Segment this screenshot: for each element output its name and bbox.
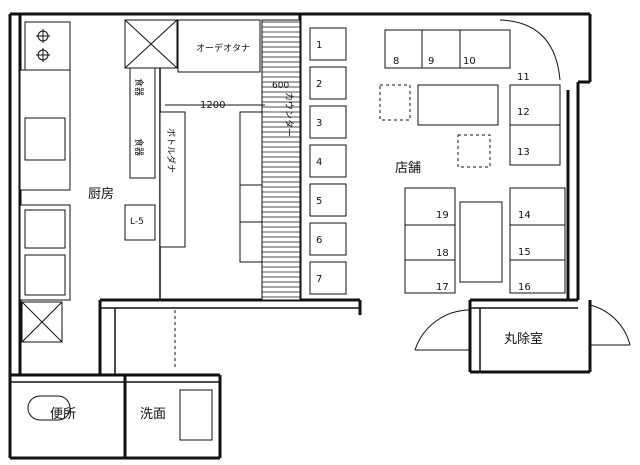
table-seat-number: 11 — [517, 72, 530, 83]
bottle-shelf — [159, 111, 186, 248]
counter-strip — [261, 19, 301, 301]
label-counter: カウンター — [283, 92, 294, 137]
fridge-1 — [24, 209, 66, 249]
label-oden-shelf: オーデオタナ — [196, 42, 250, 54]
room-label-washroom: 洗面 — [140, 407, 166, 422]
counter-stool — [309, 27, 347, 61]
counter-seat-number: 1 — [316, 40, 322, 51]
table-seat-number: 12 — [517, 107, 530, 118]
l5-box — [124, 204, 156, 241]
counter-seats: 1 2 3 4 5 6 7 — [309, 27, 347, 295]
room-label-ticket: 丸除室 — [504, 331, 543, 347]
wash-basin — [179, 389, 213, 441]
table-seat-number: 15 — [518, 247, 531, 258]
room-label-kitchen: 厨房 — [88, 186, 114, 202]
table-group-left — [404, 187, 456, 294]
chair-dashed-1 — [379, 84, 411, 121]
counter-seat-number: 3 — [316, 118, 322, 129]
counter-seat-number: 5 — [316, 196, 322, 207]
table-seat-number: 17 — [436, 282, 449, 293]
food-cabinet — [129, 67, 156, 179]
table-seat-number: 16 — [518, 282, 531, 293]
door-swing-right — [589, 304, 631, 346]
fridge-2 — [24, 254, 66, 296]
dumbwaiter — [21, 301, 63, 343]
label-food-cabinet-2: 食器 — [133, 138, 145, 156]
table-seat-number: 14 — [518, 210, 531, 221]
table-seat-number: 19 — [436, 210, 449, 221]
table-seat-number: 10 — [463, 56, 476, 67]
table-seat-number: 9 — [428, 56, 434, 67]
counter-stool — [309, 222, 347, 256]
table-seat-labels: 8 9 10 11 12 13 14 15 16 17 18 19 — [393, 56, 531, 293]
label-food-cabinet: 食器 — [133, 78, 145, 96]
table-group-top — [384, 19, 561, 81]
stove — [24, 21, 71, 71]
counter-stool — [309, 144, 347, 178]
counter-seat-number: 6 — [316, 235, 322, 246]
label-l5: L-5 — [130, 217, 144, 227]
counter-stool — [309, 183, 347, 217]
table-center — [417, 84, 499, 126]
table-seat-number: 8 — [393, 56, 399, 67]
table-center-low — [459, 201, 503, 283]
counter-stool — [309, 66, 347, 100]
counter-stool — [309, 105, 347, 139]
table-group-right — [509, 187, 566, 294]
chair-dashed-2 — [457, 134, 491, 168]
table-seat-number: 18 — [436, 248, 449, 259]
label-dim-600: 600 — [272, 81, 289, 91]
counter-stool — [309, 261, 347, 295]
label-bottle-shelf: ボトルダナ — [165, 128, 177, 173]
counter-seat-number: 2 — [316, 79, 322, 90]
sink — [24, 117, 66, 161]
oden-shelf — [177, 19, 261, 73]
room-label-shop: 店舗 — [395, 161, 421, 176]
room-label-toilet: 便所 — [50, 407, 76, 422]
door-swing-left — [414, 309, 471, 351]
table-seat-number: 13 — [517, 147, 530, 158]
toilet-bowl — [27, 395, 71, 421]
label-dim-1200: 1200 — [200, 100, 225, 111]
counter-inner — [239, 111, 263, 263]
counter-seat-number: 4 — [316, 157, 322, 168]
shaft-box — [124, 19, 178, 69]
counter-seat-number: 7 — [316, 274, 322, 285]
